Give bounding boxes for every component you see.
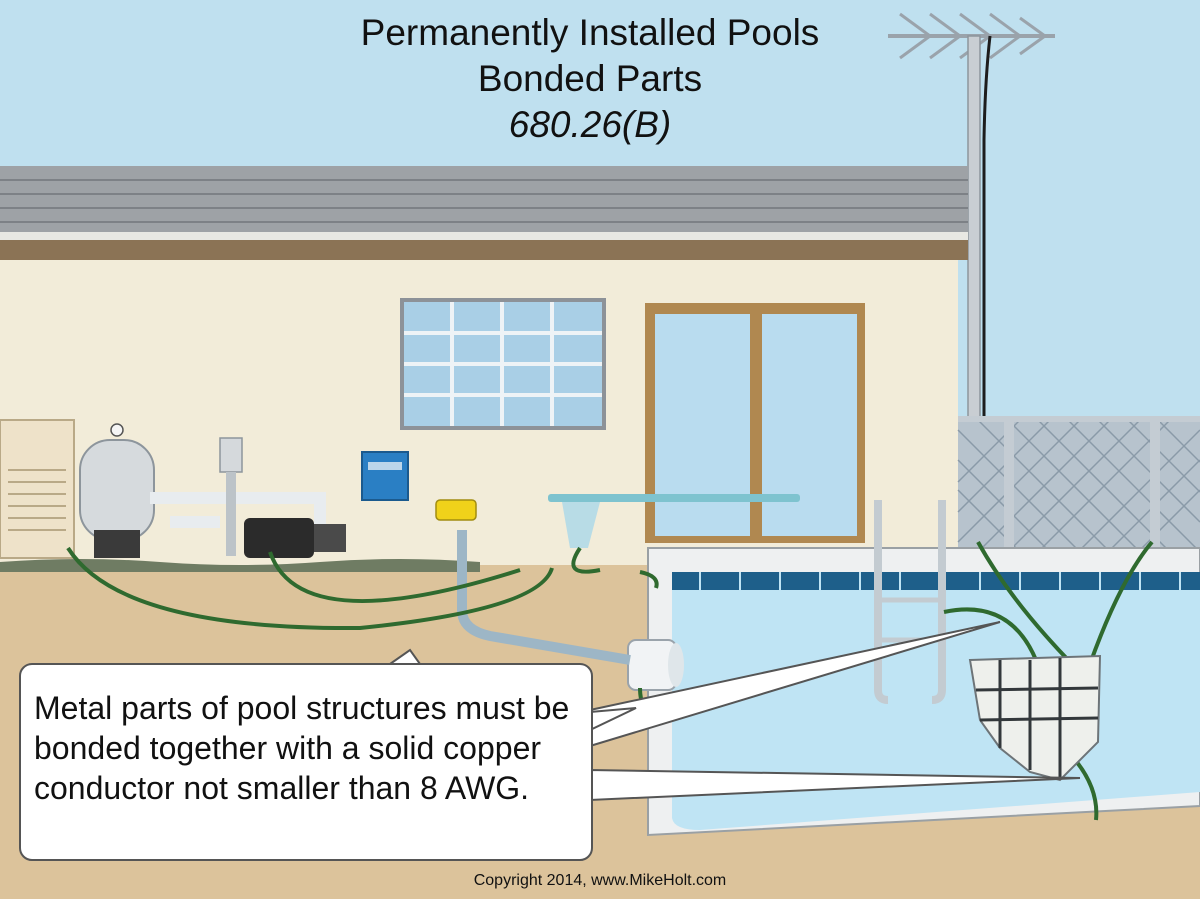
grass-strip — [0, 559, 480, 572]
roof — [0, 166, 968, 260]
rebar-grid — [968, 654, 1102, 782]
underwater-light — [627, 639, 684, 691]
title-line-1: Permanently Installed Pools — [360, 12, 820, 53]
control-panel — [361, 451, 409, 501]
pool-filter — [79, 423, 155, 558]
light-conduit — [457, 530, 631, 665]
title-line-2: Bonded Parts — [477, 58, 703, 99]
sliding-door — [645, 303, 865, 543]
chlorinator — [435, 499, 477, 521]
title-code-reference: 680.26(B) — [508, 104, 672, 145]
diving-board — [548, 494, 800, 548]
pool-ladder — [874, 500, 946, 704]
house-window — [400, 298, 606, 430]
callout-box — [19, 621, 1081, 861]
copyright-text: Copyright 2014, www.MikeHolt.com — [473, 872, 727, 889]
pump-motor — [244, 518, 346, 558]
tv-antenna — [888, 12, 1055, 537]
chain-link-fence — [957, 416, 1200, 551]
timer-box — [219, 437, 243, 556]
callout-text: Metal parts of pool structures must be b… — [34, 690, 570, 806]
pool-heater — [0, 419, 75, 559]
